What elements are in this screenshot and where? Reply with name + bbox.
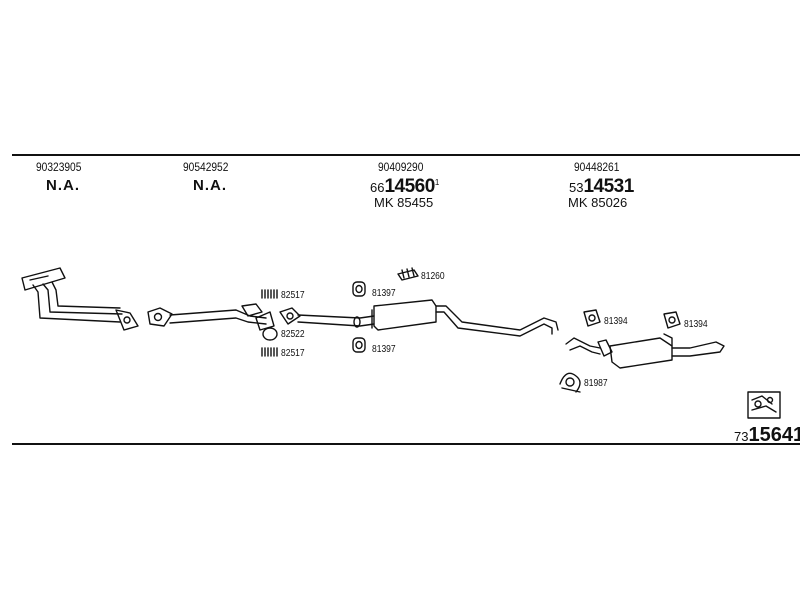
label-clamp-81987: 81987 (584, 378, 608, 389)
oem-number-3: 90409290 (378, 160, 424, 174)
part-number-3: 66145601 (370, 176, 439, 198)
mount-81394-right-icon (663, 311, 681, 329)
label-mount-81394-left: 81394 (604, 316, 628, 327)
label-mount-81397-upper: 81397 (372, 288, 396, 299)
oem-number-1: 90323905 (36, 160, 82, 174)
label-hanger-81260: 81260 (421, 271, 445, 282)
part-number-4: 5314531 (569, 176, 634, 198)
part-main-3: 14560 (384, 176, 435, 197)
label-clamp-82517-bottom: 82517 (281, 348, 305, 359)
kit-number: 7315641 (734, 424, 800, 447)
top-rule (12, 154, 800, 156)
mount-81397-upper-icon (352, 281, 366, 297)
bottom-rule (12, 443, 800, 445)
clamp-81987-icon (559, 372, 581, 393)
label-gasket-82522: 82522 (281, 329, 305, 340)
part-prefix-4: 53 (569, 180, 584, 195)
hanger-81260-icon (397, 267, 419, 281)
label-mount-81397-lower: 81397 (372, 344, 396, 355)
mk-number-3: MK 85455 (374, 195, 434, 210)
clamp-82517-bottom-icon (261, 347, 278, 357)
part-prefix-3: 66 (370, 180, 385, 195)
rear-silencer (565, 333, 725, 369)
front-pipe (147, 303, 275, 331)
part-main-4: 14531 (583, 176, 634, 197)
not-available-2: N.A. (193, 177, 227, 194)
kit-prefix: 73 (734, 429, 749, 444)
not-available-1: N.A. (46, 177, 80, 194)
oem-number-2: 90542952 (183, 160, 229, 174)
oem-number-4: 90448261 (574, 160, 620, 174)
label-mount-81394-right: 81394 (684, 319, 708, 330)
kit-main: 15641 (748, 424, 800, 446)
centre-silencer (279, 299, 559, 337)
front-downpipe (21, 267, 139, 331)
label-clamp-82517-top: 82517 (281, 290, 305, 301)
mk-number-4: MK 85026 (568, 195, 628, 210)
clamp-82517-top-icon (261, 289, 278, 299)
mount-81394-left-icon (583, 309, 601, 327)
kit-box-icon (747, 391, 781, 419)
gasket-82522-icon (262, 327, 278, 341)
mount-81397-lower-icon (352, 337, 366, 353)
part-sup-3: 1 (434, 178, 440, 187)
